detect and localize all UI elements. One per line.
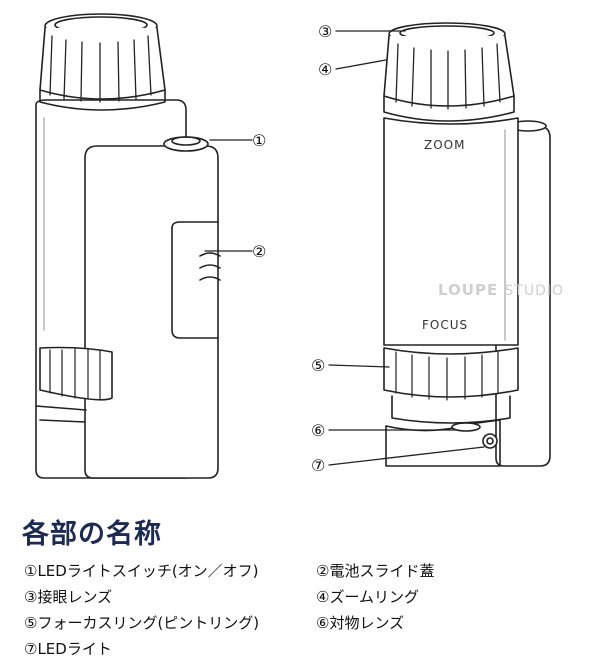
- right-focus-ring: [383, 347, 519, 398]
- callout-1: ①: [252, 131, 266, 150]
- right-microscope-view: [383, 22, 551, 467]
- battery-cover: [171, 227, 219, 339]
- callout-6: ⑥: [311, 421, 325, 440]
- left-microscope-view: [35, 13, 221, 479]
- microscope-diagram: ZOOM FOCUS ① ② ③ ④ ⑤ ⑥ ⑦: [35, 13, 551, 479]
- objective-lens: [451, 422, 481, 432]
- leader-lines: [204, 30, 485, 466]
- right-tube-body: [383, 117, 519, 346]
- left-eyepiece-ring: [39, 27, 166, 100]
- zoom-label: ZOOM: [424, 138, 465, 152]
- parts-list: ①LEDライトスイッチ(オン／オフ) ②電池スライド蓋 ③接眼レンズ ④ズームリ…: [0, 560, 590, 668]
- part-zoom-ring: ④ズームリング: [316, 588, 419, 606]
- watermark-studio: STUDIO: [504, 283, 565, 299]
- led-light: [482, 433, 498, 449]
- callout-3: ③: [318, 22, 332, 41]
- part-focus-ring: ⑤フォーカスリング(ピントリング): [24, 614, 260, 632]
- right-base: [385, 419, 501, 467]
- left-focus-ring: [39, 346, 113, 401]
- loupe-studio-watermark: LOUPE STUDIO: [438, 281, 564, 299]
- part-led-light: ⑦LEDライト: [24, 640, 112, 658]
- callout-2: ②: [252, 242, 266, 261]
- focus-label: FOCUS: [422, 318, 468, 332]
- callout-7: ⑦: [311, 456, 325, 475]
- part-battery-cover: ②電池スライド蓋: [316, 562, 435, 580]
- left-handle: [84, 145, 219, 479]
- watermark-brand: LOUPE: [438, 281, 499, 299]
- right-eyepiece-ring: [383, 35, 515, 107]
- part-led-switch: ①LEDライトスイッチ(オン／オフ): [24, 562, 259, 580]
- part-objective-lens: ⑥対物レンズ: [316, 614, 405, 632]
- callout-5: ⑤: [311, 356, 325, 375]
- section-title: 各部の名称: [22, 519, 162, 550]
- left-led-switch: [163, 136, 209, 152]
- part-eyepiece: ③接眼レンズ: [24, 588, 113, 606]
- callout-4: ④: [318, 60, 332, 79]
